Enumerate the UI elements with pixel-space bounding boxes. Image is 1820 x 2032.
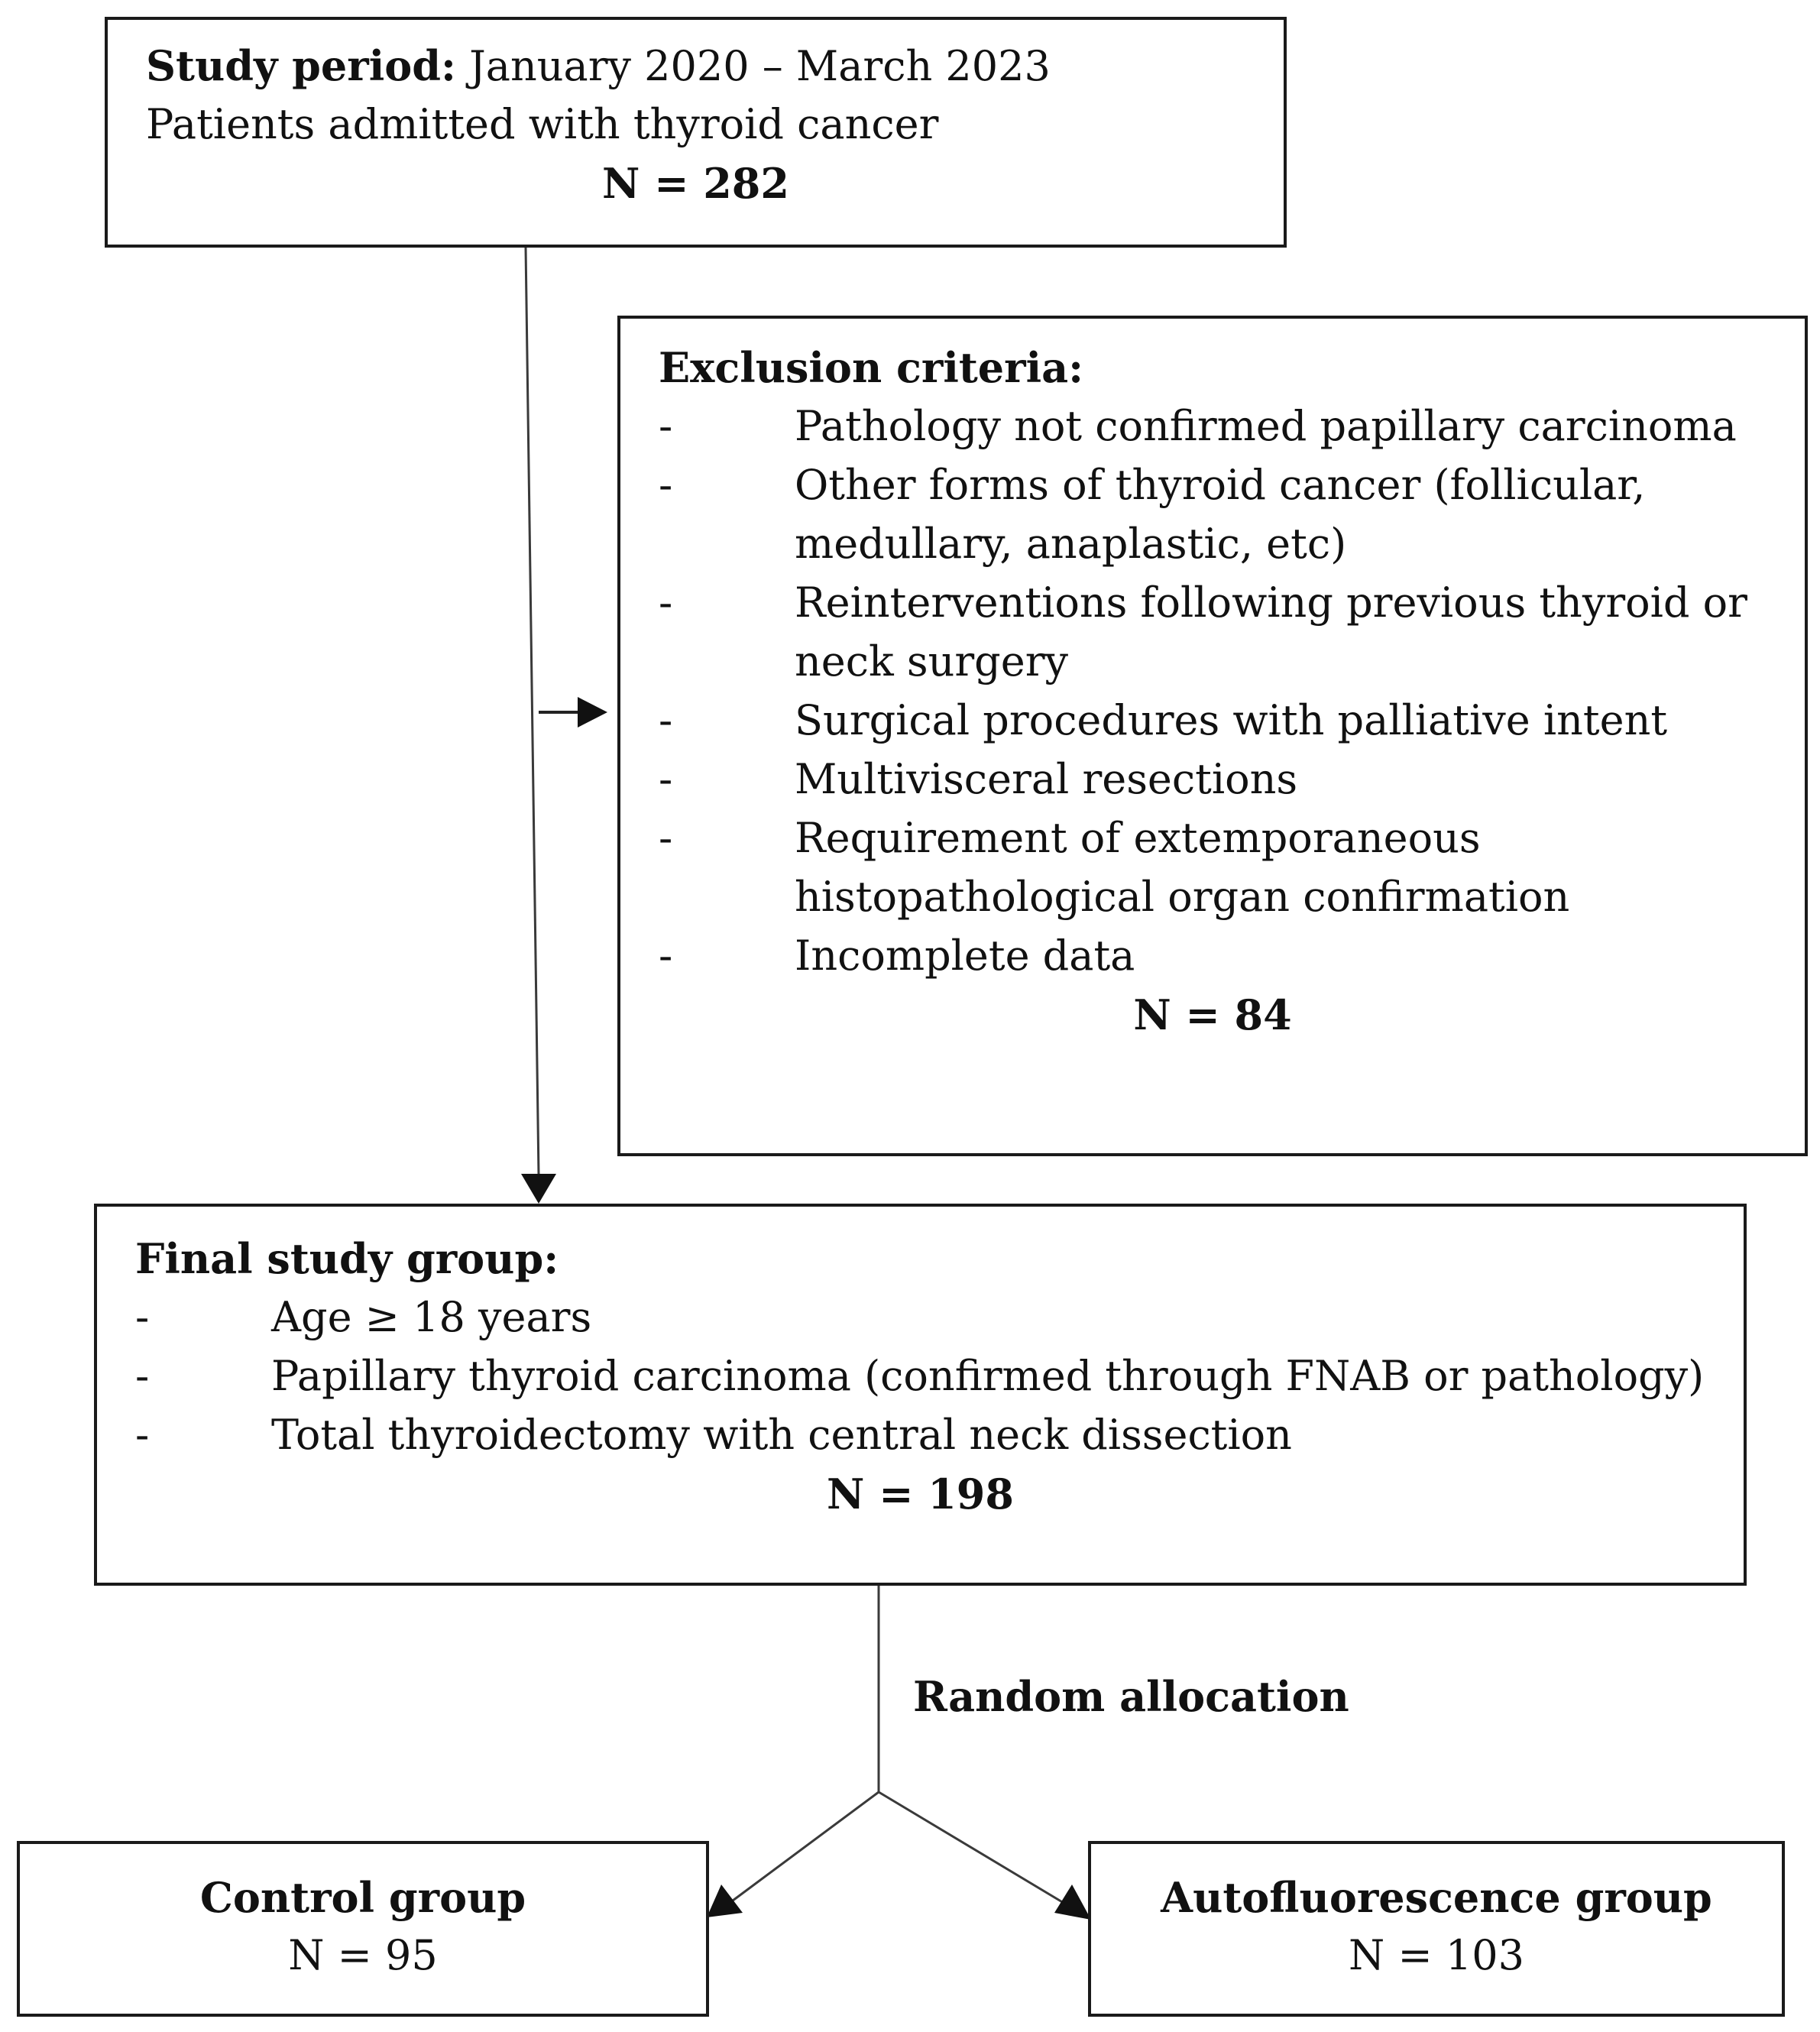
- study-period-label: Study period:: [146, 41, 456, 90]
- control-group-count: N = 95: [288, 1931, 438, 1979]
- control-group-title: Control group: [199, 1873, 526, 1922]
- arrowhead-autofluorescence: [1054, 1885, 1091, 1920]
- final-study-group-box: Final study group: - Age ≥ 18 years - Pa…: [94, 1204, 1747, 1586]
- exclusion-item: Pathology not confirmed papillary carcin…: [795, 402, 1737, 450]
- exclusion-item: Other forms of thyroid cancer (follicula…: [795, 461, 1646, 509]
- exclusion-item-continued: medullary, anaplastic, etc): [795, 520, 1347, 568]
- study-period-box: Study period: January 2020 – March 2023 …: [105, 17, 1287, 248]
- exclusion-item-continued: neck surgery: [795, 637, 1069, 685]
- study-period-dates: January 2020 – March 2023: [455, 42, 1051, 90]
- exclusion-bullet: -: [659, 814, 673, 862]
- exclusion-criteria-box: Exclusion criteria: - Pathology not conf…: [617, 316, 1808, 1156]
- final-bullet: -: [135, 1293, 150, 1341]
- control-group-box: Control group N = 95: [17, 1841, 709, 2017]
- exclusion-item: Surgical procedures with palliative inte…: [795, 696, 1668, 744]
- exclusion-count: N = 84: [1133, 990, 1292, 1039]
- branch-to-control: [729, 1791, 879, 1904]
- exclusion-bullet: -: [659, 932, 673, 980]
- final-criterion: Total thyroidectomy with central neck di…: [271, 1411, 1292, 1459]
- arrowhead-right: [578, 697, 607, 728]
- autofluorescence-group-count: N = 103: [1349, 1931, 1524, 1979]
- final-criterion: Papillary thyroid carcinoma (confirmed t…: [271, 1352, 1705, 1400]
- exclusion-bullet: -: [659, 755, 673, 803]
- exclusion-bullet: -: [659, 402, 673, 450]
- final-bullet: -: [135, 1411, 150, 1459]
- autofluorescence-group-box: Autofluorescence group N = 103: [1088, 1841, 1785, 2017]
- exclusion-bullet: -: [659, 461, 673, 509]
- final-bullet: -: [135, 1352, 150, 1400]
- exclusion-bullet: -: [659, 696, 673, 744]
- branch-to-autofluorescence: [878, 1791, 1064, 1904]
- patients-admitted-text: Patients admitted with thyroid cancer: [146, 100, 939, 148]
- exclusion-item: Reinterventions following previous thyro…: [795, 578, 1747, 627]
- exclusion-item: Multivisceral resections: [795, 755, 1298, 803]
- arrowhead-down: [521, 1174, 556, 1204]
- exclusion-item-continued: histopathological organ confirmation: [795, 873, 1570, 921]
- final-group-title: Final study group:: [135, 1234, 559, 1283]
- study-count: N = 282: [602, 159, 789, 208]
- arrow-study-to-final: [524, 247, 540, 1176]
- final-criterion: Age ≥ 18 years: [271, 1293, 592, 1341]
- random-allocation-label: Random allocation: [913, 1672, 1349, 1721]
- exclusion-title: Exclusion criteria:: [659, 343, 1084, 392]
- study-period-line: Study period: January 2020 – March 2023: [146, 37, 1051, 96]
- exclusion-bullet: -: [659, 578, 673, 627]
- exclusion-item: Requirement of extemporaneous: [795, 814, 1481, 862]
- exclusion-item: Incomplete data: [795, 932, 1135, 980]
- arrowhead-control: [707, 1885, 743, 1917]
- final-count: N = 198: [827, 1470, 1014, 1518]
- autofluorescence-group-title: Autofluorescence group: [1161, 1873, 1712, 1922]
